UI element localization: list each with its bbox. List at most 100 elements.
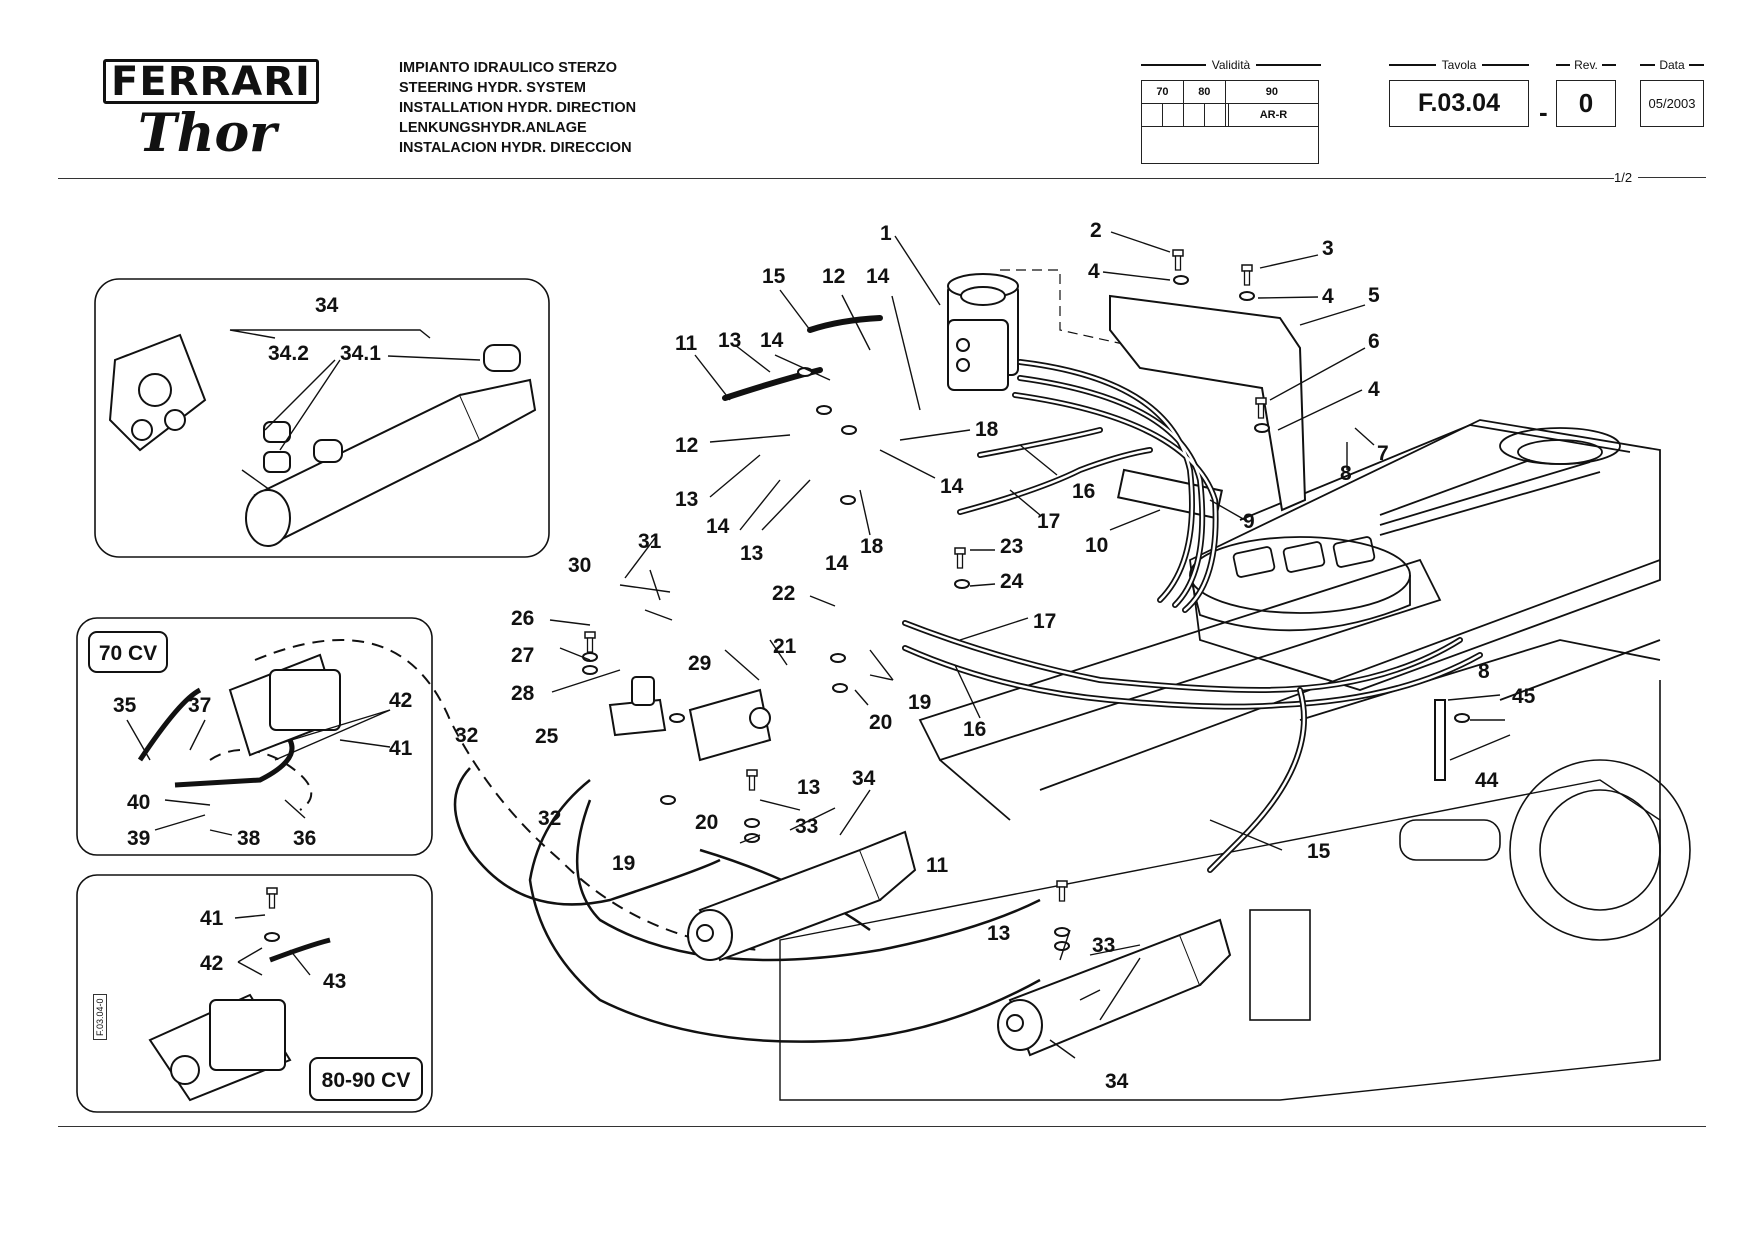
callout-36: 36 bbox=[293, 827, 316, 850]
hose-pair-16-17 bbox=[902, 620, 1483, 710]
date-label: Data bbox=[1659, 58, 1685, 72]
callout-14e: 14 bbox=[825, 552, 849, 575]
title-es: INSTALACION HYDR. DIRECCION bbox=[399, 140, 632, 156]
callout-13a: 13 bbox=[718, 329, 741, 352]
callout-2: 2 bbox=[1090, 219, 1102, 242]
leader-lines bbox=[126, 231, 1511, 1059]
bracket bbox=[1109, 294, 1307, 512]
date-value: 05/2003 bbox=[1640, 80, 1704, 127]
cylinder-left bbox=[687, 830, 917, 962]
callout-1: 1 bbox=[880, 222, 892, 245]
inset-cylinder-panel bbox=[94, 278, 550, 558]
hose-15-right bbox=[1207, 687, 1307, 873]
hp8090-badge bbox=[309, 1057, 423, 1101]
validity-col-70: 70 bbox=[1141, 80, 1184, 104]
callout-15a: 15 bbox=[762, 265, 786, 288]
separator-dash: - bbox=[1539, 97, 1548, 127]
callout-17b: 17 bbox=[1033, 610, 1056, 633]
callout-14d: 14 bbox=[706, 515, 730, 538]
turntable bbox=[1189, 536, 1411, 632]
title-fr: INSTALLATION HYDR. DIRECTION bbox=[399, 100, 637, 116]
callout-22: 22 bbox=[772, 582, 795, 605]
validity-label: Validità bbox=[1211, 58, 1251, 72]
table-label: Tavola bbox=[1441, 58, 1477, 72]
hp8090-label: 80-90 CV bbox=[322, 1069, 411, 1092]
validity-block: Validità 70 80 90 AR-R bbox=[1141, 58, 1321, 164]
callout-7: 7 bbox=[1377, 442, 1389, 465]
drawing-titles: IMPIANTO IDRAULICO STERZO STEERING HYDR.… bbox=[399, 58, 636, 158]
revision-number: 0 bbox=[1556, 80, 1616, 127]
belt-pulley bbox=[1379, 427, 1621, 536]
callout-27: 27 bbox=[511, 644, 534, 667]
cylinder-right bbox=[997, 918, 1232, 1057]
callout-42a: 42 bbox=[389, 689, 412, 712]
pump-70cv bbox=[137, 653, 342, 788]
callout-8a: 8 bbox=[1340, 462, 1352, 485]
validity-table: 70 80 90 AR-R bbox=[1141, 80, 1320, 164]
hp70-label: 70 CV bbox=[99, 642, 157, 665]
callout-4a: 4 bbox=[1088, 260, 1100, 283]
callout-43: 43 bbox=[323, 970, 346, 993]
callout-32b: 32 bbox=[538, 807, 561, 830]
ferrari-logo: FERRARI bbox=[103, 59, 319, 104]
callout-37: 37 bbox=[188, 694, 211, 717]
callout-25: 25 bbox=[535, 725, 559, 748]
callout-14c: 14 bbox=[940, 475, 964, 498]
table-number: F.03.04 bbox=[1389, 80, 1529, 127]
revision-label: Rev. bbox=[1574, 58, 1598, 72]
footer-rule bbox=[58, 1126, 1706, 1127]
callout-32a: 32 bbox=[455, 724, 478, 747]
callout-20a: 20 bbox=[869, 711, 892, 734]
brand-name: FERRARI bbox=[111, 58, 311, 105]
callout-11a: 11 bbox=[675, 332, 698, 355]
priority-valve bbox=[608, 676, 772, 762]
callout-15b: 15 bbox=[1307, 840, 1331, 863]
steering-unit bbox=[947, 273, 1019, 391]
header-rule bbox=[58, 178, 1614, 179]
callout-39: 39 bbox=[127, 827, 150, 850]
inset-70cv-panel bbox=[76, 617, 433, 856]
model-name: Thor bbox=[138, 103, 277, 164]
callout-19b: 19 bbox=[612, 852, 635, 875]
callout-45: 45 bbox=[1512, 685, 1536, 708]
callout-3: 3 bbox=[1322, 237, 1334, 260]
callout-29: 29 bbox=[688, 652, 711, 675]
callout-6: 6 bbox=[1368, 330, 1380, 353]
callout-21: 21 bbox=[773, 635, 797, 658]
pump-8090cv bbox=[148, 937, 331, 1102]
callout-35: 35 bbox=[113, 694, 137, 717]
callout-28: 28 bbox=[511, 682, 535, 705]
callout-34-2: 34.2 bbox=[268, 342, 309, 365]
callout-34b: 34 bbox=[1105, 1070, 1129, 1093]
hose-11-15 bbox=[722, 315, 883, 401]
callout-20b: 20 bbox=[695, 811, 718, 834]
callout-34a: 34 bbox=[852, 767, 876, 790]
callout-44: 44 bbox=[1475, 769, 1499, 792]
callout-16b: 16 bbox=[963, 718, 986, 741]
callout-16a: 16 bbox=[1072, 480, 1095, 503]
table-number-block: Tavola F.03.04 bbox=[1389, 58, 1529, 127]
callout-17a: 17 bbox=[1037, 510, 1060, 533]
callout-9: 9 bbox=[1243, 510, 1255, 533]
callout-34-1: 34.1 bbox=[340, 342, 381, 365]
callout-12b: 12 bbox=[675, 434, 698, 457]
callout-13d: 13 bbox=[797, 776, 820, 799]
dashed-links bbox=[209, 639, 761, 951]
callout-31: 31 bbox=[638, 530, 662, 553]
callout-40: 40 bbox=[127, 791, 150, 814]
callout-38: 38 bbox=[237, 827, 261, 850]
callout-labels: 1 2 3 4 4 4 5 6 7 8 8 9 10 11 11 12 12 1… bbox=[113, 219, 1536, 1093]
callout-12a: 12 bbox=[822, 265, 845, 288]
callout-24: 24 bbox=[1000, 570, 1024, 593]
callout-18a: 18 bbox=[975, 418, 999, 441]
callout-4c: 4 bbox=[1368, 378, 1380, 401]
tractor-frame bbox=[779, 419, 1661, 1101]
callout-33b: 33 bbox=[1092, 934, 1115, 957]
hp70-badge bbox=[88, 631, 168, 673]
callout-8b: 8 bbox=[1478, 660, 1490, 683]
callout-13c: 13 bbox=[740, 542, 763, 565]
engine-block bbox=[1249, 680, 1691, 1060]
callout-4b: 4 bbox=[1322, 285, 1334, 308]
callout-18b: 18 bbox=[860, 535, 884, 558]
